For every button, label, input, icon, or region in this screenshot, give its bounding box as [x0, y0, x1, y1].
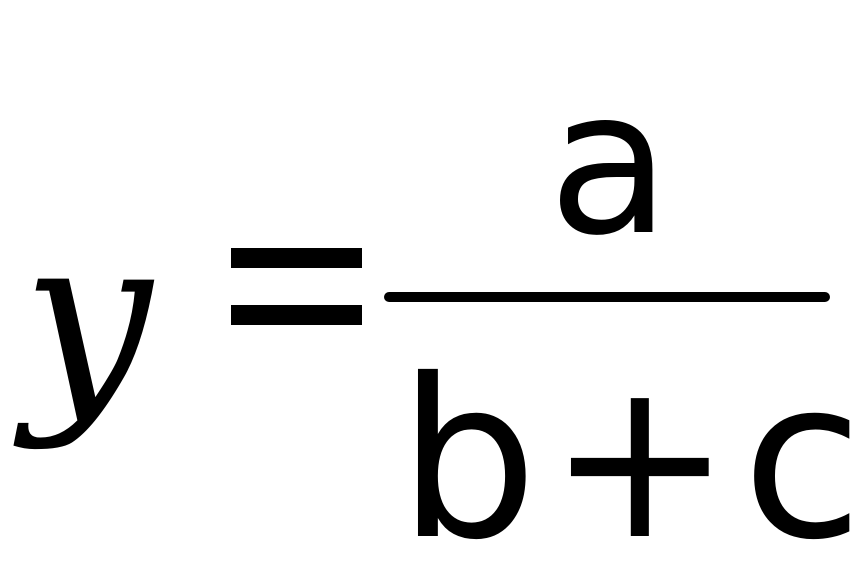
variable-y: y — [22, 186, 152, 453]
plus-sign: + — [547, 332, 732, 577]
fraction-denominator: b+c — [398, 350, 863, 570]
fraction-bar — [384, 292, 830, 302]
denominator-term-b: b — [398, 332, 538, 577]
equals-upper-bar — [231, 248, 362, 268]
fraction-numerator: a — [548, 47, 671, 280]
equals-lower-bar — [231, 305, 362, 325]
denominator-term-c: c — [742, 332, 863, 577]
